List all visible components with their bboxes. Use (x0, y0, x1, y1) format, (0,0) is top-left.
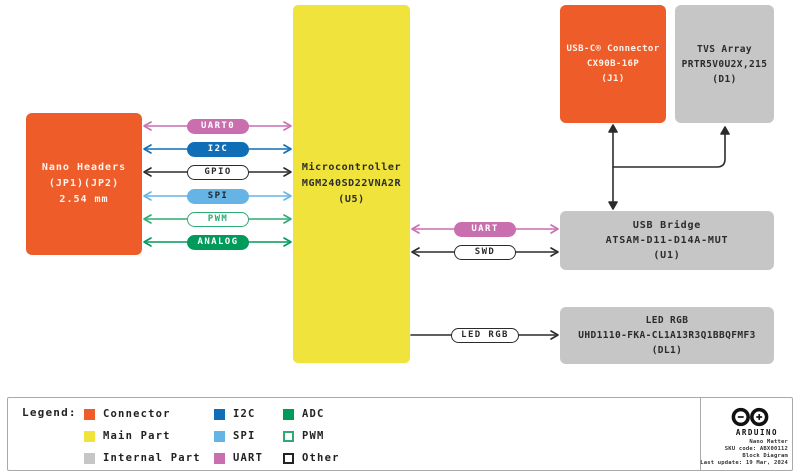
footer-sku-code: SKU code: ABX00112 (724, 446, 788, 452)
uart-swatch-icon (214, 452, 225, 464)
arduino-wordmark: ARDUINO (735, 428, 778, 437)
bus-pill-analog: ANALOG (187, 234, 249, 250)
legend-label: Other (302, 452, 340, 464)
legend-label: Main Part (103, 430, 171, 442)
adc-swatch-icon (283, 408, 294, 420)
block-line: UHD1110-FKA-CL1A13R3Q1BBQFMF3 (578, 330, 756, 341)
bus-pill-pwm: PWM (187, 211, 249, 227)
block-line: (D1) (712, 73, 737, 85)
block-line: PRTR5V0U2X,215 (681, 58, 768, 70)
legend-label: I2C (233, 408, 256, 420)
block-line: LED RGB (645, 315, 689, 326)
legend-label: PWM (302, 430, 325, 442)
main-part-swatch-icon (84, 430, 95, 442)
block-line: USB Bridge (632, 220, 702, 231)
bus-pill-uart0: UART0 (187, 118, 249, 134)
title-block: ARDUINO Nano Matter SKU code: ABX00112 B… (700, 398, 792, 469)
legend-label: Connector (103, 408, 171, 420)
nano-headers-block: Nano Headers (JP1)(JP2) 2.54 mm (26, 113, 142, 255)
legend-item-internal-part: Internal Part (84, 452, 201, 464)
block-line: TVS Array (696, 43, 753, 55)
footer-product-name: Nano Matter (749, 439, 788, 445)
bus-pill-swd: SWD (454, 244, 516, 260)
legend-item-spi: SPI (214, 430, 256, 442)
bus-pill-spi: SPI (187, 188, 249, 204)
block-line: USB-C® Connector (566, 43, 660, 54)
tvs-array-block: TVS Array PRTR5V0U2X,215 (D1) (675, 5, 774, 123)
bus-pill-i2c: I2C (187, 141, 249, 157)
legend-item-connector: Connector (84, 408, 171, 420)
block-line: (JP1)(JP2) (48, 178, 120, 189)
legend-item-adc: ADC (283, 408, 325, 420)
internal-part-swatch-icon (84, 452, 95, 464)
legend-item-uart: UART (214, 452, 263, 464)
legend-label: UART (233, 452, 264, 464)
microcontroller-block: Microcontroller MGM240SD22VNA2R (U5) (293, 5, 410, 363)
i2c-swatch-icon (214, 408, 225, 420)
footer-doc-type: Block Diagram (742, 453, 788, 459)
usb-bridge-block: USB Bridge ATSAM-D11-D14A-MUT (U1) (560, 211, 774, 270)
block-line: Nano Headers (41, 162, 127, 173)
block-line: (J1) (601, 73, 625, 84)
arrow-usb-tree (608, 124, 730, 210)
legend-label: Internal Part (103, 452, 201, 464)
legend-label: ADC (302, 408, 325, 420)
pwm-swatch-icon (283, 430, 294, 442)
block-line: 2.54 mm (59, 194, 109, 205)
footer-last-update: Last update: 19 Mar, 2024 (700, 460, 788, 466)
block-line: CX90B-16P (586, 58, 640, 69)
block-line: Microcontroller (301, 162, 402, 173)
usb-c-connector-block: USB-C® Connector CX90B-16P (J1) (560, 5, 666, 123)
led-rgb-block: LED RGB UHD1110-FKA-CL1A13R3Q1BBQFMF3 (D… (560, 307, 774, 364)
spi-swatch-icon (214, 430, 225, 442)
block-line: (U1) (653, 250, 681, 261)
block-line: (U5) (338, 194, 365, 205)
connector-swatch-icon (84, 408, 95, 420)
legend-box: Legend: Connector Main Part Internal Par… (7, 397, 793, 471)
legend-divider (700, 397, 701, 470)
other-swatch-icon (283, 452, 294, 464)
arduino-logo-icon (731, 407, 769, 427)
block-line: ATSAM-D11-D14A-MUT (605, 235, 729, 246)
legend-item-other: Other (283, 452, 340, 464)
legend-label: SPI (233, 430, 256, 442)
bus-pill-uart: UART (454, 221, 516, 237)
bus-pill-gpio: GPIO (187, 164, 249, 180)
bus-pill-led-rgb: LED RGB (451, 327, 519, 343)
legend-item-pwm: PWM (283, 430, 325, 442)
legend-title: Legend: (22, 406, 77, 419)
block-line: MGM240SD22VNA2R (301, 178, 402, 189)
legend-item-i2c: I2C (214, 408, 256, 420)
block-line: (DL1) (651, 345, 683, 356)
legend-item-main-part: Main Part (84, 430, 171, 442)
